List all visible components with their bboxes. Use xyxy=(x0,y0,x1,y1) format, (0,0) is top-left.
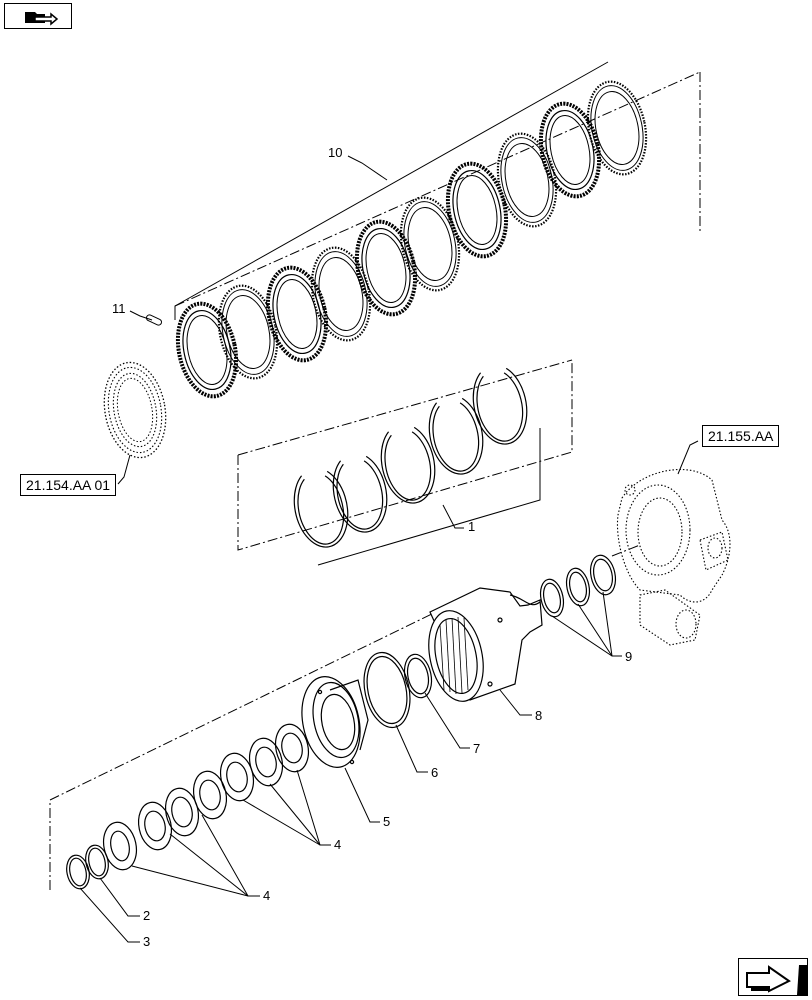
leader-lines xyxy=(79,155,699,943)
folder-nav-button[interactable] xyxy=(4,3,72,29)
callout-10: 10 xyxy=(328,145,343,160)
clutch-pack-frame xyxy=(174,71,701,307)
callout-4-upper: 4 xyxy=(334,837,342,852)
housing-reference xyxy=(616,468,731,646)
clutch-hub xyxy=(428,587,543,702)
snap-rings xyxy=(293,367,528,548)
previous-arrow-icon xyxy=(746,965,807,995)
clutch-pack-bracket xyxy=(174,61,609,320)
callout-1: 1 xyxy=(468,519,476,534)
previous-page-button[interactable] xyxy=(738,958,808,996)
folder-nav-icon xyxy=(25,12,59,26)
callout-3: 3 xyxy=(143,934,151,949)
callout-9: 9 xyxy=(625,649,633,664)
callout-5: 5 xyxy=(383,814,391,829)
friction-disc xyxy=(175,301,239,399)
seal-rings xyxy=(363,651,433,729)
callout-6: 6 xyxy=(431,765,439,780)
small-rings xyxy=(539,554,617,618)
callout-11: 11 xyxy=(112,301,126,316)
snap-ring-bracket xyxy=(317,428,541,566)
callout-4-lower: 4 xyxy=(263,888,271,903)
shims-lower xyxy=(102,787,200,871)
steel-disc xyxy=(399,196,461,292)
callout-2: 2 xyxy=(143,908,151,923)
reference-link-21-154-aa-01[interactable]: 21.154.AA 01 xyxy=(20,474,117,496)
pin-part xyxy=(145,314,163,326)
hub-assembly-frame xyxy=(49,544,641,890)
piston xyxy=(301,676,369,768)
callout-7: 7 xyxy=(473,741,481,756)
callout-8: 8 xyxy=(535,708,543,723)
shims-upper xyxy=(192,723,310,820)
snap-ring-frame xyxy=(237,359,573,551)
reference-disc xyxy=(103,361,167,459)
friction-disc xyxy=(445,161,509,259)
clutch-discs xyxy=(175,80,648,399)
reference-link-21-155-aa[interactable]: 21.155.AA xyxy=(702,425,780,447)
